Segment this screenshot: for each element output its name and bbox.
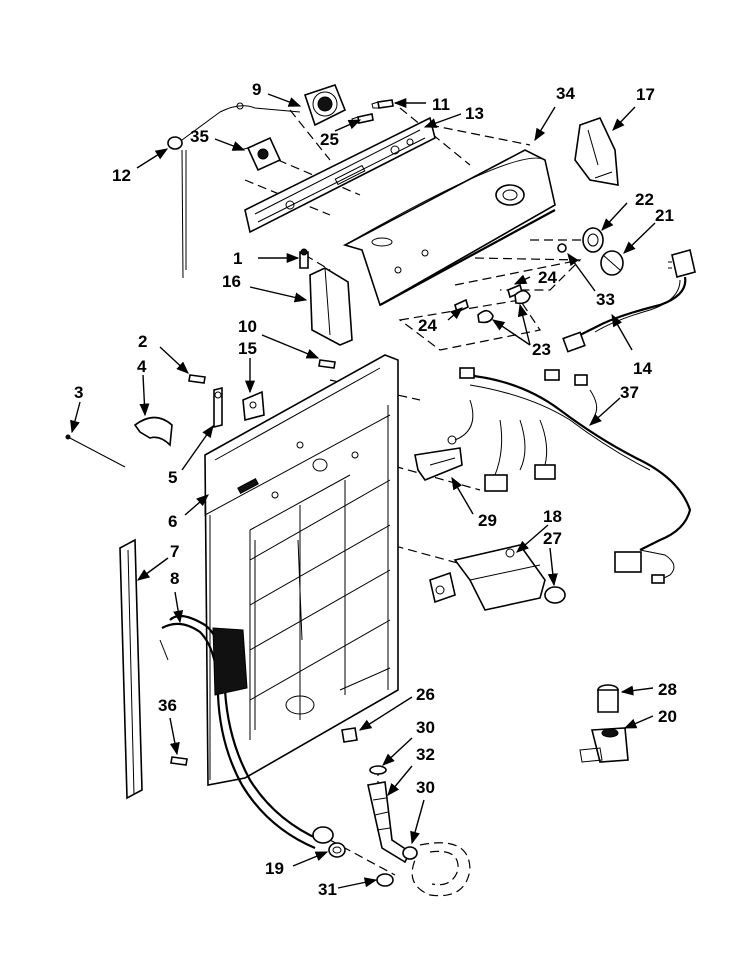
- callout-9: 9: [252, 80, 261, 99]
- drain-hose: [159, 614, 334, 850]
- knob: [600, 250, 624, 276]
- screw-11: [371, 99, 394, 109]
- callout-13: 13: [465, 104, 484, 123]
- callout-7: 7: [170, 542, 179, 561]
- plug-26: [341, 727, 358, 743]
- callout-27: 27: [543, 529, 562, 548]
- bracket-15: [242, 390, 265, 422]
- callout-28: 28: [658, 680, 677, 699]
- callout-30-upper: 30: [416, 718, 435, 737]
- callout-24-upper: 24: [538, 268, 557, 287]
- side-trim: [119, 538, 143, 800]
- callout-17: 17: [636, 85, 655, 104]
- callout-numbers: 9 11 13 25 35 12 34 17 22 21 33 24 24 23…: [74, 80, 677, 899]
- callout-21: 21: [655, 206, 674, 225]
- callout-22: 22: [635, 190, 654, 209]
- callout-4: 4: [137, 357, 147, 376]
- valve-cap: [544, 586, 566, 604]
- callout-18: 18: [543, 507, 562, 526]
- hose-clamp: [328, 842, 346, 858]
- rear-panel: [204, 354, 399, 786]
- clamp-31: [376, 873, 394, 887]
- callout-23: 23: [532, 340, 551, 359]
- wire-harness: [447, 367, 692, 584]
- callout-19: 19: [265, 859, 284, 878]
- selector-switch: [239, 136, 282, 172]
- wire-clip: [133, 416, 173, 447]
- mounting-strap: [213, 386, 223, 429]
- callout-32: 32: [416, 745, 435, 764]
- callout-6: 6: [168, 512, 177, 531]
- callout-26: 26: [416, 685, 435, 704]
- knob-skirt: [582, 227, 604, 253]
- tie-strap: [65, 434, 126, 468]
- screw-10: [318, 359, 336, 369]
- end-cap-bracket: [574, 117, 619, 186]
- knob-insert-lower: [454, 298, 494, 324]
- callout-25: 25: [320, 130, 339, 149]
- clamp-30-upper: [369, 765, 387, 775]
- control-panel-board: [244, 116, 436, 234]
- callout-16: 16: [222, 272, 241, 291]
- callout-29: 29: [478, 511, 497, 530]
- pump-cover: [597, 684, 619, 713]
- callout-34: 34: [556, 84, 575, 103]
- callout-12: 12: [112, 166, 131, 185]
- bracket-29: [414, 447, 463, 481]
- knob-insert-upper: [507, 283, 531, 305]
- screw-36: [170, 756, 188, 766]
- screw-1: [299, 248, 309, 269]
- callout-3: 3: [74, 383, 83, 402]
- callout-14: 14: [633, 359, 652, 378]
- callout-8: 8: [170, 569, 179, 588]
- screw-2: [188, 374, 206, 384]
- clamp-30-lower: [402, 846, 418, 860]
- callout-30-lower: 30: [416, 778, 435, 797]
- callout-33: 33: [596, 290, 615, 309]
- callout-2: 2: [138, 332, 147, 351]
- lid-switch: [167, 111, 221, 279]
- callout-1: 1: [233, 249, 242, 268]
- callout-24-lower: 24: [418, 316, 437, 335]
- water-valve: [429, 544, 546, 611]
- callout-36: 36: [158, 696, 177, 715]
- timer: [219, 84, 347, 127]
- tub-outlet: [411, 842, 471, 897]
- callout-15: 15: [238, 339, 257, 358]
- callout-37: 37: [620, 383, 639, 402]
- power-cord: [562, 249, 696, 353]
- callout-20: 20: [658, 707, 677, 726]
- callout-31: 31: [318, 880, 337, 899]
- console: [342, 149, 556, 307]
- callout-11: 11: [432, 95, 450, 114]
- end-cap-left: [309, 267, 353, 346]
- callout-35: 35: [190, 127, 209, 146]
- callout-5: 5: [168, 468, 177, 487]
- leader-lines: [70, 93, 656, 889]
- callout-10: 10: [238, 317, 257, 336]
- spring-clip: [557, 243, 567, 253]
- drain-pump: [579, 727, 629, 763]
